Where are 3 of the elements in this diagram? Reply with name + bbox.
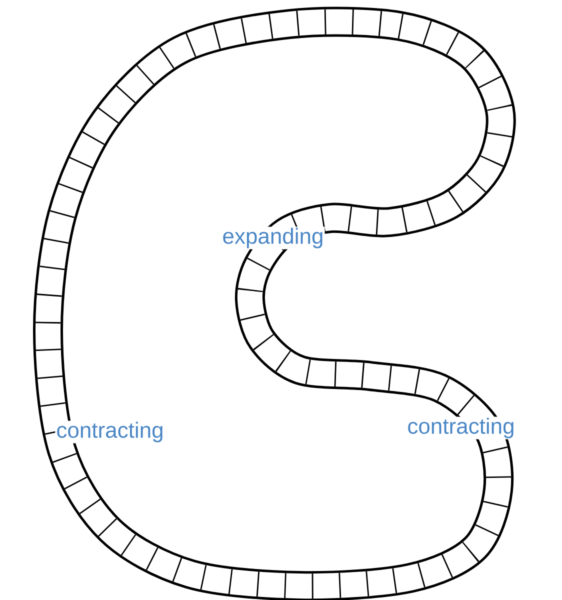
region-label: contracting bbox=[55, 420, 165, 444]
region-label: contracting bbox=[406, 416, 516, 440]
region-label: expanding bbox=[221, 226, 325, 250]
